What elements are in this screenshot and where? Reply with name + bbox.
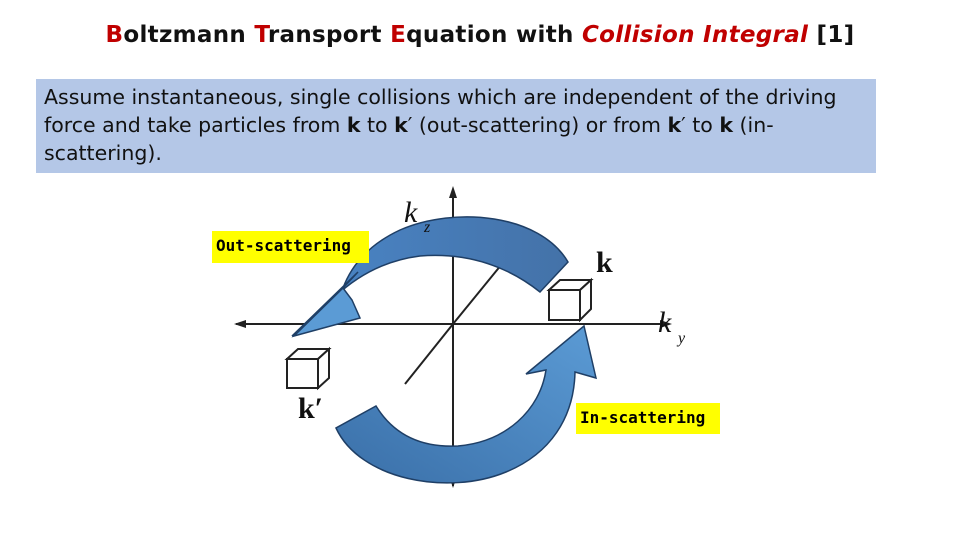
in-scattering-label: In-scattering [576,403,720,434]
k-vector-label: k [596,246,613,279]
kz-subscript: z [423,219,431,236]
in-scattering-arrow [336,326,596,483]
ky-label: k [658,306,672,339]
kx-axis-back [405,324,453,384]
ky-subscript: y [676,330,686,347]
k-cube [549,280,591,320]
kz-label: k [404,196,418,229]
k-prime-cube [287,349,329,388]
out-scattering-arrow-head [294,288,360,336]
out-scattering-label: Out-scattering [212,231,369,263]
k-prime-vector-label: k′ [298,392,323,425]
